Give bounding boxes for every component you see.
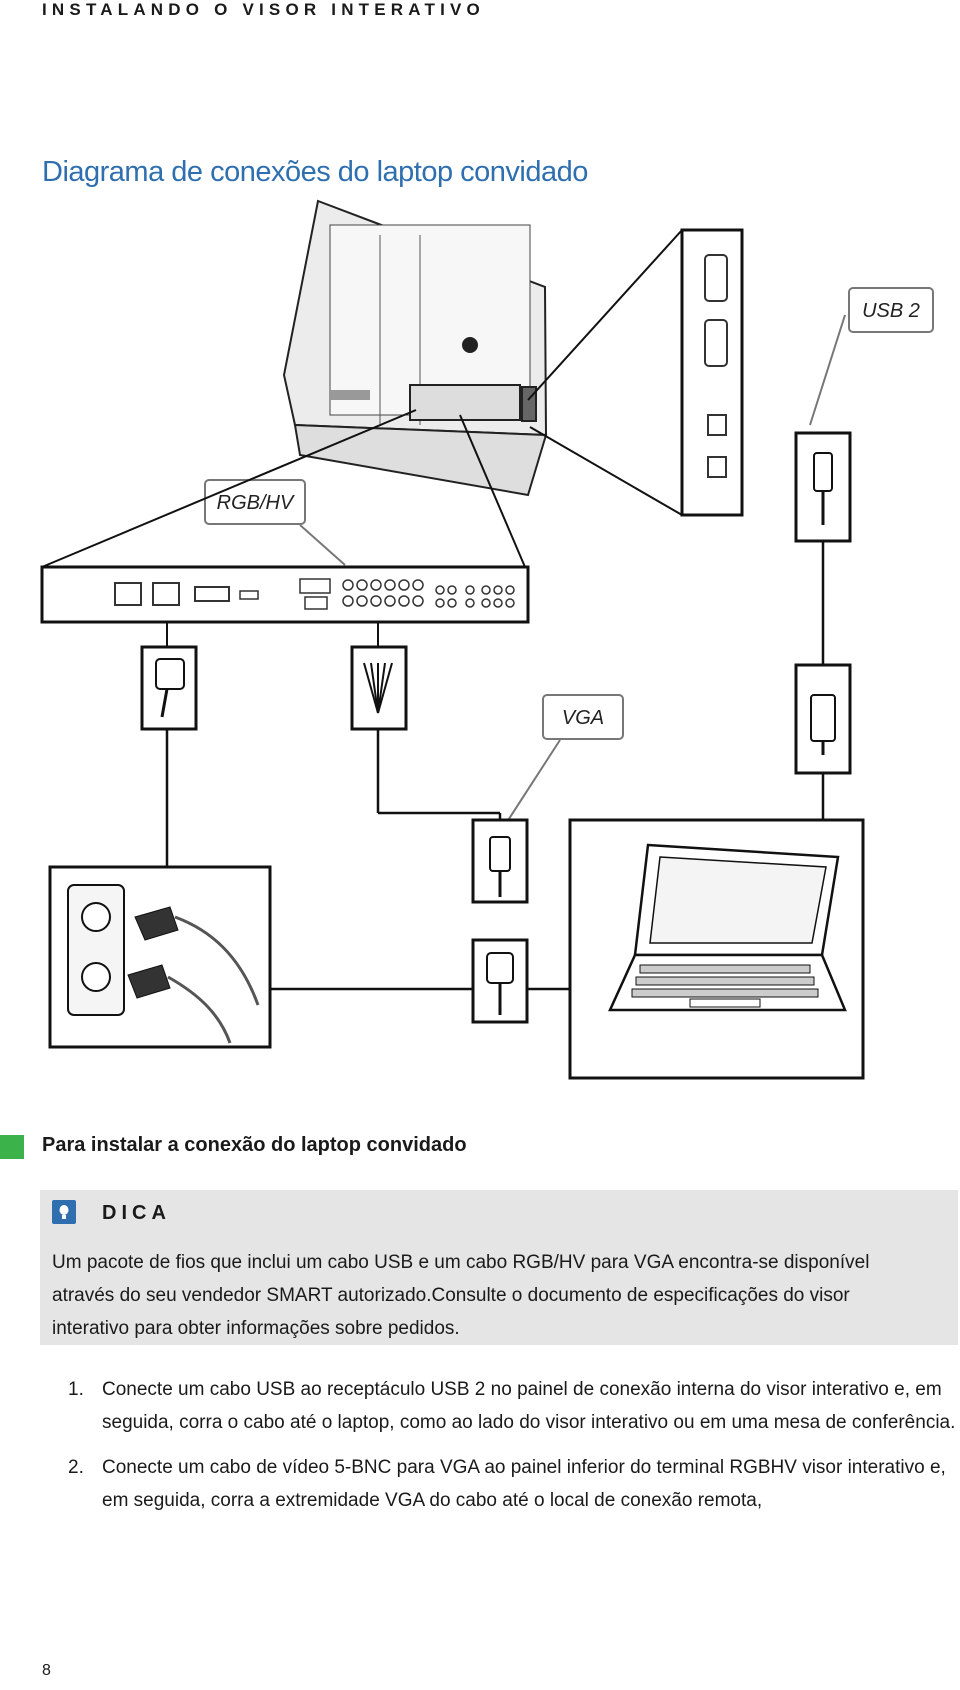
interactive-display-illustration xyxy=(282,199,548,497)
vga-label: VGA xyxy=(562,707,604,729)
bnc-cable-illustration xyxy=(350,622,502,820)
bottom-panel-callout xyxy=(40,409,530,624)
usb-cable-illustration xyxy=(794,431,852,807)
section-heading: Para instalar a conexão do laptop convid… xyxy=(42,1134,467,1156)
laptop-illustration xyxy=(527,807,865,1080)
usb-panel-callout xyxy=(527,228,744,517)
step-text: Conecte um cabo USB ao receptáculo USB 2… xyxy=(102,1379,956,1433)
wall-outlet-illustration xyxy=(48,865,473,1049)
page-number: 8 xyxy=(42,1662,51,1679)
tip-box: DICA Um pacote de fios que inclui um cab… xyxy=(40,1190,958,1345)
tip-label: DICA xyxy=(102,1202,171,1224)
page-title: Diagrama de conexões do laptop convidado xyxy=(42,156,588,188)
tip-text: Um pacote de fios que inclui um cabo USB… xyxy=(52,1252,870,1339)
step-number: 1. xyxy=(68,1379,84,1400)
power-cable-illustration xyxy=(140,622,198,865)
usb-label-callout: USB 2 xyxy=(809,287,934,426)
list-item: 1. Conecte um cabo USB ao receptáculo US… xyxy=(60,1373,960,1439)
usb-label: USB 2 xyxy=(862,300,920,322)
connection-diagram: USB 2 RGB/HV xyxy=(40,199,934,1080)
vga-label-callout: VGA xyxy=(504,694,624,826)
step-text: Conecte um cabo de vídeo 5-BNC para VGA … xyxy=(102,1457,946,1511)
steps-list: 1. Conecte um cabo USB ao receptáculo US… xyxy=(60,1373,960,1529)
rgbhv-label: RGB/HV xyxy=(217,492,295,514)
section-marker xyxy=(0,1135,24,1159)
step-number: 2. xyxy=(68,1457,84,1478)
running-header: INSTALANDO O VISOR INTERATIVO xyxy=(42,0,485,19)
rgbhv-label-callout: RGB/HV xyxy=(204,479,346,566)
vga-cable-illustration xyxy=(471,818,529,1024)
lightbulb-icon xyxy=(52,1200,76,1224)
list-item: 2. Conecte um cabo de vídeo 5-BNC para V… xyxy=(60,1451,960,1517)
